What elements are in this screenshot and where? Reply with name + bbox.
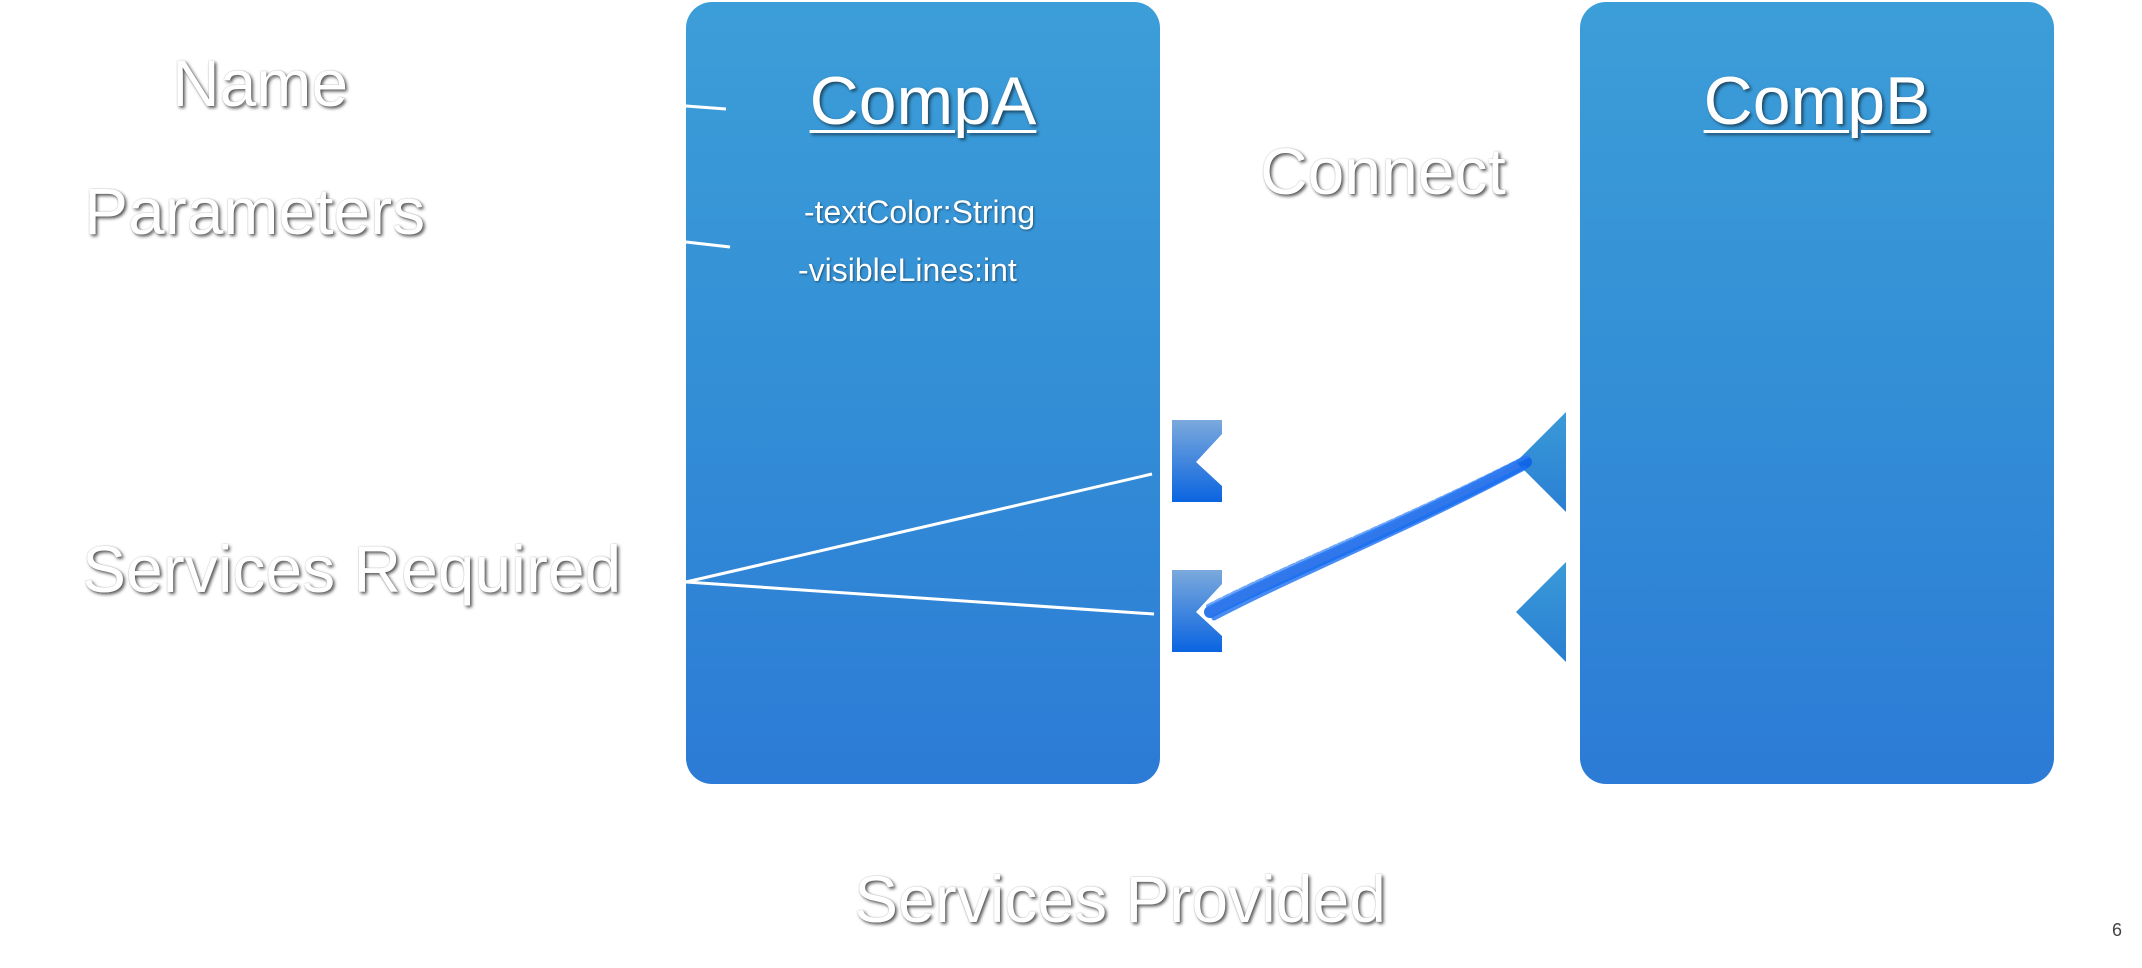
provided-port-icon[interactable] <box>1516 562 1566 662</box>
parameters-label: Parameters <box>84 174 426 248</box>
connector-stroke[interactable] <box>1204 454 1532 621</box>
component-a-param: -textColor:String <box>804 194 1036 230</box>
provided-port-icon[interactable] <box>1516 412 1566 512</box>
component-b-title: CompB <box>1703 63 1931 139</box>
component-a-title: CompA <box>809 63 1037 139</box>
required-port-icon[interactable] <box>1172 570 1222 652</box>
name-label: Name <box>172 46 349 120</box>
services-required-label: Services Required <box>82 532 622 606</box>
connect-label: Connect <box>1260 134 1506 208</box>
component-a-box[interactable]: CompA -textColor:String -visibleLines:in… <box>686 2 1160 784</box>
services-provided-label: Services Provided <box>854 862 1386 936</box>
component-a-param: -visibleLines:int <box>798 252 1017 288</box>
component-b-box[interactable]: CompB <box>1580 2 2054 784</box>
required-port-icon[interactable] <box>1172 420 1222 502</box>
page-number: 6 <box>2112 920 2123 940</box>
